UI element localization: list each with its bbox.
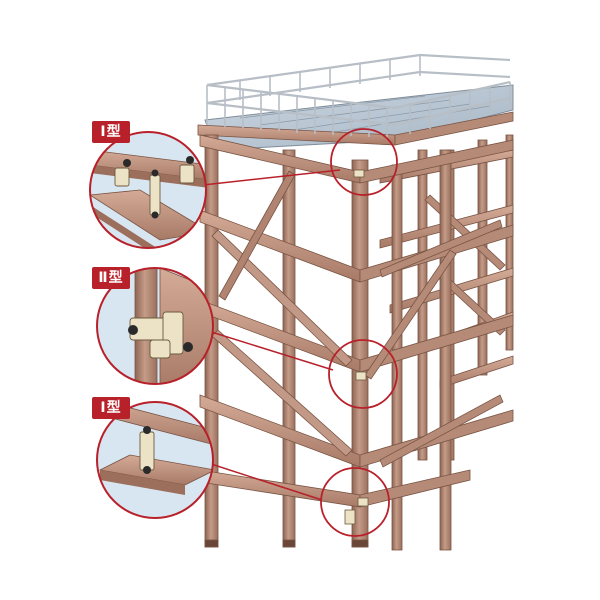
type-1-label-bottom: Ⅰ型 xyxy=(92,397,130,419)
top-deck-platform xyxy=(197,84,514,151)
top-guard-railing xyxy=(206,53,511,138)
structure-highlight-circles xyxy=(320,128,398,537)
callout-connector-lines xyxy=(202,169,341,501)
clamp-type-1-detail-lower xyxy=(96,401,214,519)
type-2-label: Ⅱ型 xyxy=(92,267,130,289)
structure-clamp-markers xyxy=(344,169,369,525)
clamp-type-2-detail xyxy=(96,267,214,385)
scaffold-front-frame xyxy=(199,134,514,551)
type-1-label-top: Ⅰ型 xyxy=(92,121,130,143)
clamp-type-1-detail xyxy=(89,131,207,249)
